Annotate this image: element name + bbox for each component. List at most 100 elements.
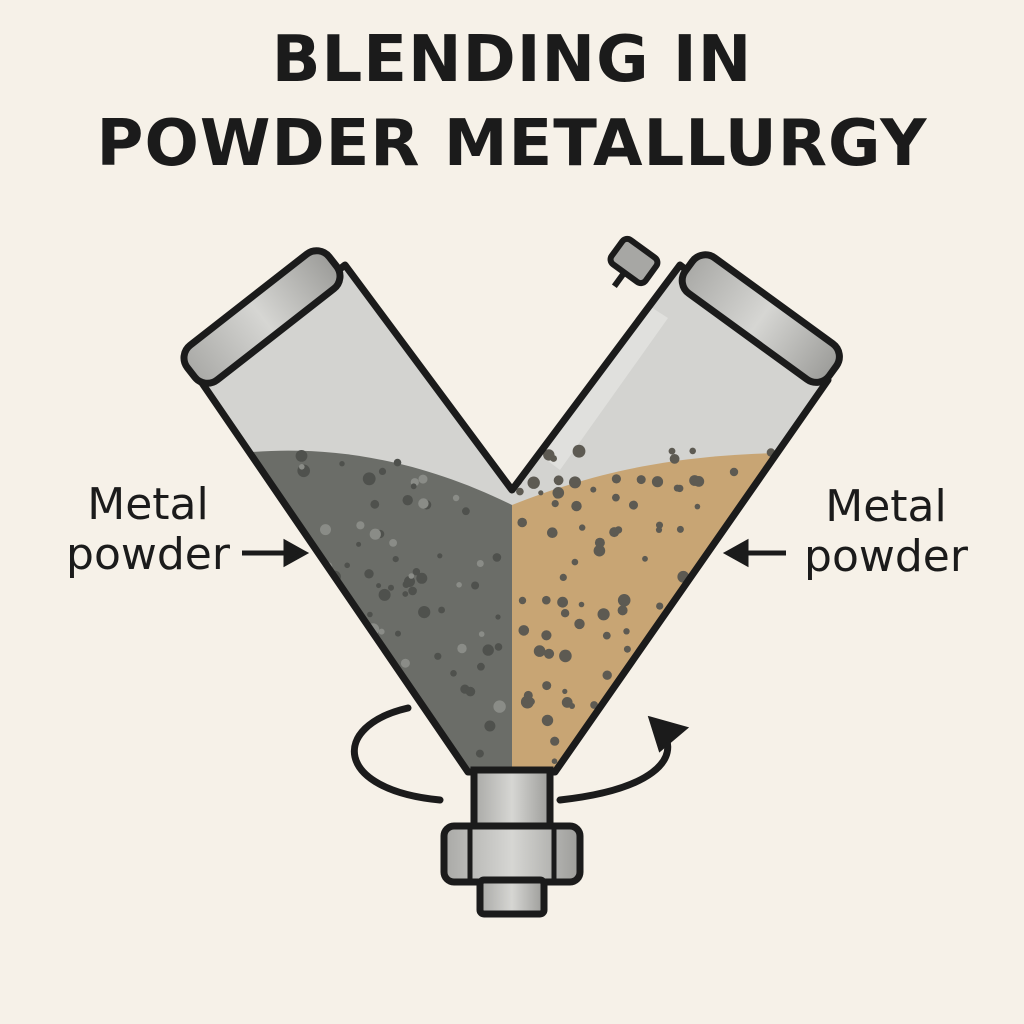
powder-particle xyxy=(416,572,428,584)
powder-particle xyxy=(721,688,734,700)
powder-particle xyxy=(518,596,527,605)
label-left-line-2: powder xyxy=(66,529,230,580)
powder-particle xyxy=(611,474,622,484)
powder-particle xyxy=(602,670,612,680)
powder-particle xyxy=(330,736,341,746)
powder-particle xyxy=(412,568,421,576)
powder-particle xyxy=(661,684,675,697)
powder-particle xyxy=(591,766,597,772)
powder-particle xyxy=(694,503,701,510)
powder-particle xyxy=(378,588,391,601)
powder-particle xyxy=(626,741,633,748)
powder-particle xyxy=(288,678,299,688)
cap-latch xyxy=(607,235,661,289)
powder-particle xyxy=(753,557,763,567)
powder-particle xyxy=(364,569,374,579)
arrow-right-icon xyxy=(242,538,310,568)
powder-particle xyxy=(456,582,462,588)
powder-particle xyxy=(260,498,272,510)
powder-particle xyxy=(700,662,707,669)
powder-particle xyxy=(495,614,501,620)
powder-particle xyxy=(418,606,431,619)
powder-particle xyxy=(269,531,279,541)
powder-particle xyxy=(325,636,332,643)
powder-particle xyxy=(542,595,551,605)
powder-particle xyxy=(533,645,546,657)
powder-particle xyxy=(404,576,415,587)
powder-particle xyxy=(452,494,460,502)
left-end-cap xyxy=(180,247,344,387)
powder-particle xyxy=(476,560,484,567)
powder-particle xyxy=(763,727,773,736)
powder-particle xyxy=(418,474,428,484)
powder-particle xyxy=(541,714,554,727)
powder-particle xyxy=(523,690,533,700)
diagram-title: BLENDING IN POWDER METALLURGY xyxy=(0,18,1024,186)
powder-particle xyxy=(517,517,527,528)
powder-particle xyxy=(574,618,585,630)
powder-particle xyxy=(361,659,374,673)
label-right-metal-powder: Metal powder xyxy=(796,482,976,582)
powder-particle xyxy=(388,749,394,755)
powder-particle xyxy=(713,753,726,766)
powder-particle xyxy=(547,527,558,538)
powder-particle xyxy=(392,556,399,563)
powder-particle xyxy=(482,644,494,656)
powder-particle xyxy=(571,558,579,566)
powder-particle xyxy=(551,758,558,764)
powder-particle xyxy=(612,493,620,502)
powder-particle xyxy=(593,544,606,557)
powder-particle xyxy=(362,472,376,486)
powder-particle xyxy=(723,596,733,606)
powder-particle xyxy=(727,626,735,634)
shell-highlight xyxy=(540,300,668,470)
powder-particle xyxy=(450,670,457,677)
powder-particle xyxy=(378,467,387,475)
powder-particle xyxy=(559,649,572,663)
powder-particle xyxy=(367,611,373,618)
powder-particle xyxy=(689,447,696,455)
powder-particle xyxy=(284,698,298,712)
powder-particle xyxy=(597,608,610,621)
powder-particle xyxy=(471,581,480,590)
label-right-line-1: Metal xyxy=(825,481,947,532)
powder-particle xyxy=(623,628,630,635)
powder-particle xyxy=(569,476,581,489)
powder-particle xyxy=(367,753,380,766)
powder-particle xyxy=(770,761,778,769)
powder-particle xyxy=(494,643,503,651)
powder-particle xyxy=(538,490,544,496)
powder-particle xyxy=(602,631,611,640)
powder-particle xyxy=(493,700,506,713)
powder-particle xyxy=(583,753,593,762)
arrow-left-icon xyxy=(722,538,786,568)
powder-particle xyxy=(297,700,308,711)
powder-particle xyxy=(516,487,524,496)
outlet-neck xyxy=(470,766,554,834)
powder-particle xyxy=(688,741,695,747)
powder-particle xyxy=(542,681,552,691)
powder-particle xyxy=(761,560,770,569)
powder-particle xyxy=(541,630,552,641)
powder-particle xyxy=(360,670,372,682)
powder-particle xyxy=(323,753,329,759)
powder-particle xyxy=(708,722,719,734)
powder-particle xyxy=(757,751,763,757)
powder-particle xyxy=(462,507,470,516)
powder-particle xyxy=(299,464,305,470)
powder-particle xyxy=(642,555,648,562)
powder-particle xyxy=(553,491,561,499)
powder-particle xyxy=(578,601,585,608)
powder-particle xyxy=(475,749,484,758)
powder-particle xyxy=(333,708,342,717)
powder-particle xyxy=(393,458,402,467)
powder-particle xyxy=(420,725,428,733)
powder-particle xyxy=(655,526,663,534)
powder-particle xyxy=(477,662,485,671)
powder-particle xyxy=(402,591,409,597)
right-end-cap xyxy=(678,251,843,386)
powder-particle xyxy=(729,467,739,477)
powder-particle xyxy=(276,729,282,736)
powder-particle xyxy=(771,740,778,746)
powder-particle xyxy=(283,588,297,602)
